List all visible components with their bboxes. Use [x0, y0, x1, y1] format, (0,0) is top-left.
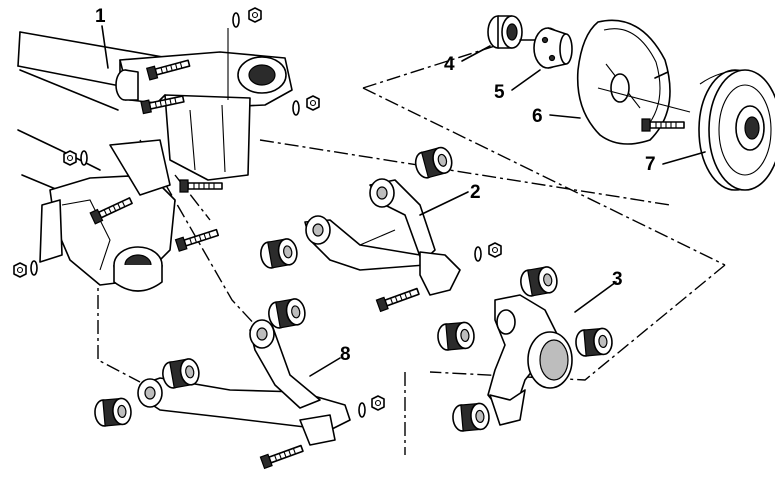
callout-5: 5 [494, 82, 505, 103]
brake-disc-part-7 [698, 69, 775, 191]
callout-8: 8 [340, 344, 351, 365]
callout-1: 1 [95, 6, 106, 27]
callout-leaders [101, 25, 706, 377]
upper-control-arm-part-2 [258, 144, 502, 313]
callout-2: 2 [470, 182, 481, 203]
callout-6: 6 [532, 106, 543, 127]
callout-3: 3 [612, 269, 623, 290]
subframe-part-1 [17, 31, 293, 292]
callout-4: 4 [444, 54, 455, 75]
lower-control-arm-part-8 [93, 296, 385, 470]
callout-7: 7 [645, 154, 656, 175]
wheel-hub-part-5 [519, 27, 573, 69]
hub-carrier-part-3 [436, 264, 614, 433]
wheel-bearing-part-4 [487, 15, 523, 49]
subframe-hardware [13, 7, 320, 278]
callout-labels: 1 2 3 4 5 6 7 8 [95, 6, 656, 365]
dust-shield-part-6 [576, 19, 691, 145]
